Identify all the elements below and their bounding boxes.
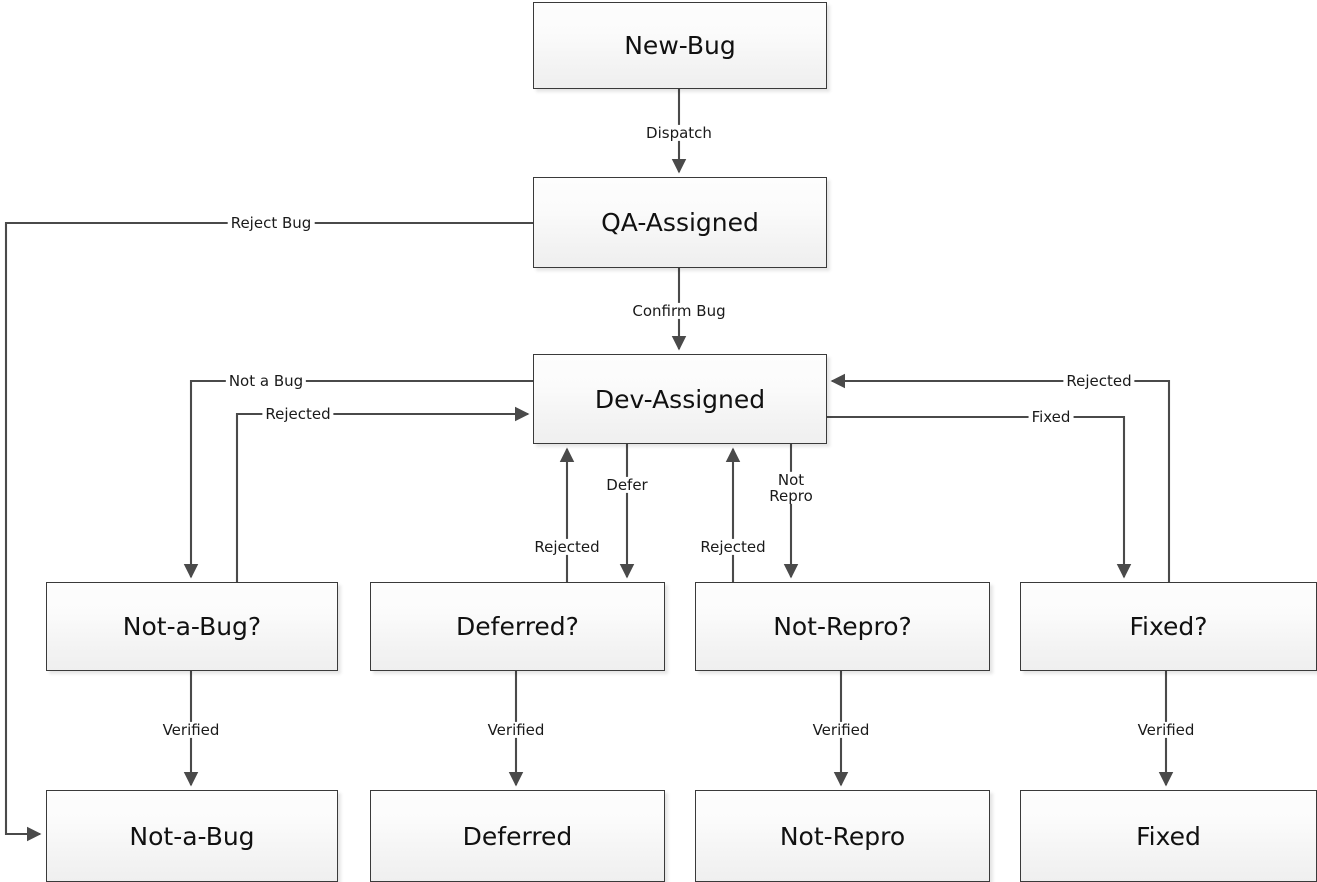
edge-label-defer: Defer: [603, 477, 651, 493]
edge-label-confirm-bug: Confirm Bug: [629, 303, 729, 319]
node-label: Fixed: [1136, 821, 1201, 851]
node-label: Not-a-Bug: [129, 821, 255, 851]
node-not-repro[interactable]: Not-Repro: [695, 790, 990, 882]
edge-label-verified-not-a-bug: Verified: [159, 722, 223, 738]
node-label: Fixed?: [1129, 612, 1208, 641]
node-new-bug[interactable]: New-Bug: [533, 2, 827, 89]
edge-label-rejected-right: Rejected: [1063, 373, 1135, 389]
edge-label-rejected-not-repro: Rejected: [697, 539, 769, 555]
node-label: New-Bug: [624, 31, 736, 60]
node-label: Dev-Assigned: [594, 384, 766, 414]
node-label: Not-Repro: [779, 821, 906, 851]
edge-label-reject-bug: Reject Bug: [227, 215, 315, 231]
edge-label-not-a-bug: Not a Bug: [225, 373, 307, 389]
node-dev-assigned[interactable]: Dev-Assigned: [533, 354, 827, 444]
edge-label-rejected-deferred: Rejected: [531, 539, 603, 555]
node-fixed[interactable]: Fixed: [1020, 790, 1317, 882]
edge-not-a-bug: [183, 379, 533, 579]
edge-label-fixed: Fixed: [1028, 409, 1074, 425]
edge-label-dispatch: Dispatch: [643, 125, 715, 141]
edge-label-rejected-left: Rejected: [262, 406, 334, 422]
node-label: Not-a-Bug?: [122, 612, 262, 641]
node-label: Deferred: [462, 821, 573, 851]
node-qa-assigned[interactable]: QA-Assigned: [533, 177, 827, 268]
node-label: Deferred?: [456, 612, 579, 641]
edge-label-verified-not-repro: Verified: [809, 722, 873, 738]
edge-label-verified-fixed: Verified: [1134, 722, 1198, 738]
edge-rejected-fixed: [830, 373, 1171, 671]
edge-label-verified-deferred: Verified: [484, 722, 548, 738]
edge-fixed: [827, 415, 1132, 579]
node-not-a-bug-question[interactable]: Not-a-Bug?: [46, 582, 338, 671]
edge-label-not-repro: Not Repro: [766, 472, 816, 504]
node-not-a-bug[interactable]: Not-a-Bug: [46, 790, 338, 882]
node-deferred-question[interactable]: Deferred?: [370, 582, 665, 671]
node-label: Not-Repro?: [773, 612, 912, 641]
node-label: QA-Assigned: [601, 208, 759, 237]
node-deferred[interactable]: Deferred: [370, 790, 665, 882]
node-fixed-question[interactable]: Fixed?: [1020, 582, 1317, 671]
edge-reject-bug: [4, 221, 533, 842]
node-not-repro-question[interactable]: Not-Repro?: [695, 582, 990, 671]
